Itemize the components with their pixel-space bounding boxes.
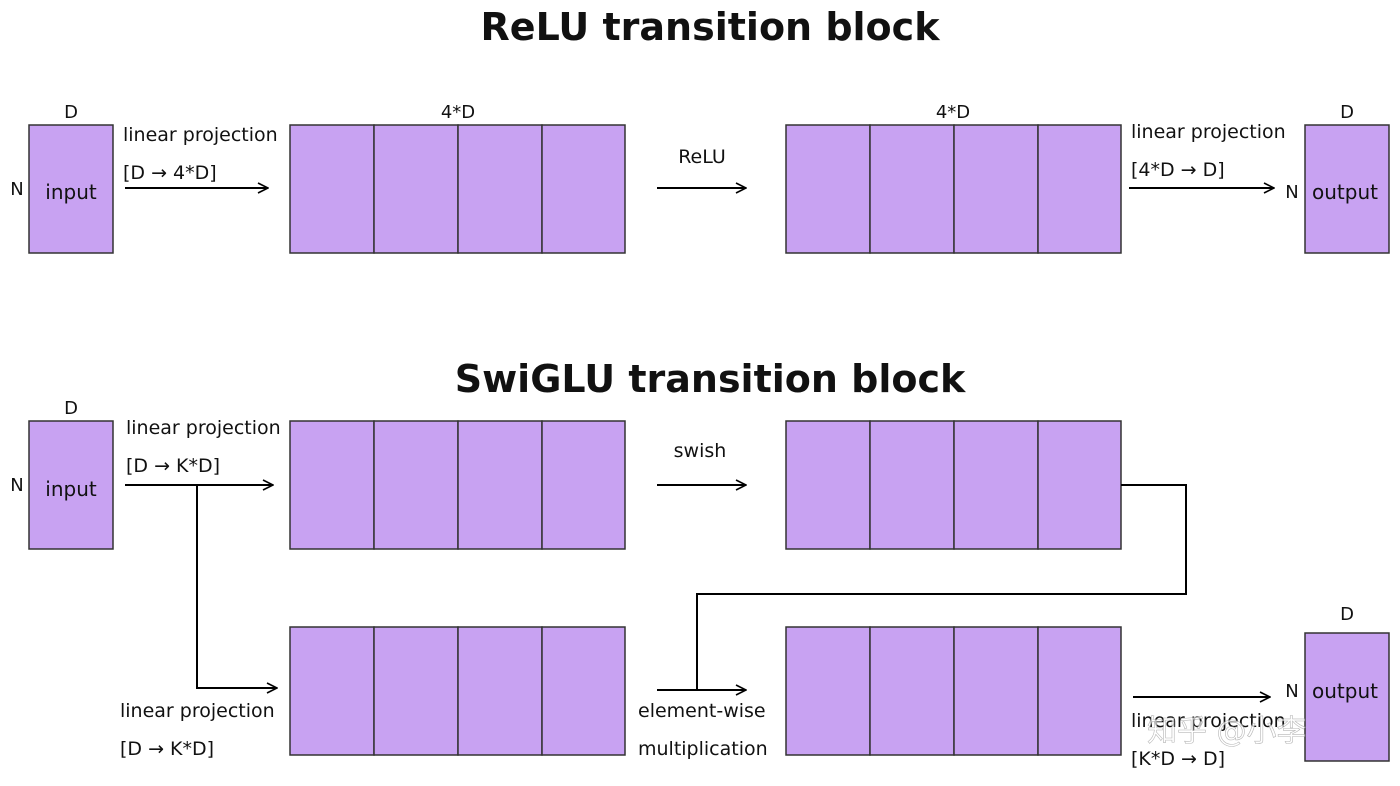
relu-proj-out-label: linear projection (1131, 121, 1286, 143)
swiglu-output-label: output (1312, 679, 1378, 703)
matrix-column (289, 626, 375, 756)
swiglu-activation-label: swish (674, 440, 727, 462)
matrix-column (289, 420, 375, 550)
swiglu-proj-top-shape: [D → K*D] (126, 455, 220, 477)
relu-input-label: input (45, 180, 97, 204)
matrix-column (541, 420, 626, 550)
watermark: 知乎 @小李 (1147, 714, 1307, 749)
relu-output-row-dim: N (1285, 182, 1298, 203)
relu-hidden-matrix-1: 4*D (289, 102, 626, 254)
swiglu-proj-bottom-label: linear projection (120, 700, 275, 722)
relu-block-title: ReLU transition block (481, 5, 941, 49)
matrix-column (953, 420, 1039, 550)
matrix-column (785, 626, 871, 756)
swiglu-top-matrix-2 (785, 420, 1122, 550)
relu-block: ReLU transition block input D N linear p… (10, 5, 1390, 254)
swiglu-output-row-dim: N (1285, 681, 1298, 702)
relu-hidden-1-dim: 4*D (441, 102, 475, 123)
matrix-column (1037, 420, 1122, 550)
matrix-column (1037, 626, 1122, 756)
matrix-column (373, 626, 459, 756)
matrix-column (953, 626, 1039, 756)
relu-output-box (1304, 124, 1390, 254)
relu-proj-in-shape: [D → 4*D] (123, 162, 217, 184)
relu-hidden-matrix-2: 4*D (785, 102, 1122, 254)
swiglu-proj-top-label: linear projection (126, 417, 281, 439)
relu-input-col-dim: D (64, 102, 78, 123)
swiglu-proj-bottom-shape: [D → K*D] (120, 738, 214, 760)
swiglu-input-box (28, 420, 114, 550)
swiglu-output-col-dim: D (1340, 604, 1354, 625)
swiglu-proj-out-label: linear projection (1131, 710, 1286, 732)
matrix-column (457, 124, 543, 254)
relu-proj-out-shape: [4*D → D] (1131, 159, 1225, 181)
relu-input-row-dim: N (10, 179, 23, 200)
swiglu-branch-connector (196, 485, 277, 688)
swiglu-multiplication-line1: element-wise (638, 700, 766, 722)
matrix-column (785, 420, 871, 550)
swiglu-gate-connector (696, 484, 1187, 690)
relu-output-matrix: output D N (1285, 102, 1390, 254)
swiglu-input-row-dim: N (10, 475, 23, 496)
matrix-column (785, 124, 871, 254)
matrix-column (869, 420, 955, 550)
matrix-column (289, 124, 375, 254)
matrix-column (457, 420, 543, 550)
matrix-column (953, 124, 1039, 254)
relu-activation-label: ReLU (678, 146, 726, 168)
swiglu-input-col-dim: D (64, 398, 78, 419)
matrix-column (541, 124, 626, 254)
swiglu-block-title: SwiGLU transition block (455, 357, 966, 401)
relu-output-col-dim: D (1340, 102, 1354, 123)
matrix-column (373, 124, 459, 254)
matrix-column (869, 124, 955, 254)
swiglu-input-matrix: input D N (10, 398, 114, 550)
relu-proj-in-label: linear projection (123, 124, 278, 146)
matrix-column (373, 420, 459, 550)
swiglu-bottom-matrix-2 (785, 626, 1122, 756)
matrix-column (1037, 124, 1122, 254)
swiglu-top-matrix-1 (289, 420, 626, 550)
relu-output-label: output (1312, 180, 1378, 204)
swiglu-bottom-matrix-1 (289, 626, 626, 756)
matrix-column (457, 626, 543, 756)
swiglu-block: SwiGLU transition block input D N linear… (10, 357, 1390, 770)
swiglu-input-label: input (45, 477, 97, 501)
swiglu-proj-out-shape: [K*D → D] (1131, 748, 1225, 770)
swiglu-output-matrix: output D N (1285, 604, 1390, 762)
swiglu-multiplication-line2: multiplication (638, 738, 768, 760)
matrix-column (869, 626, 955, 756)
relu-hidden-2-dim: 4*D (936, 102, 970, 123)
relu-input-matrix: input D N (10, 102, 114, 254)
matrix-column (541, 626, 626, 756)
swiglu-output-box (1304, 632, 1390, 762)
relu-input-box (28, 124, 114, 254)
